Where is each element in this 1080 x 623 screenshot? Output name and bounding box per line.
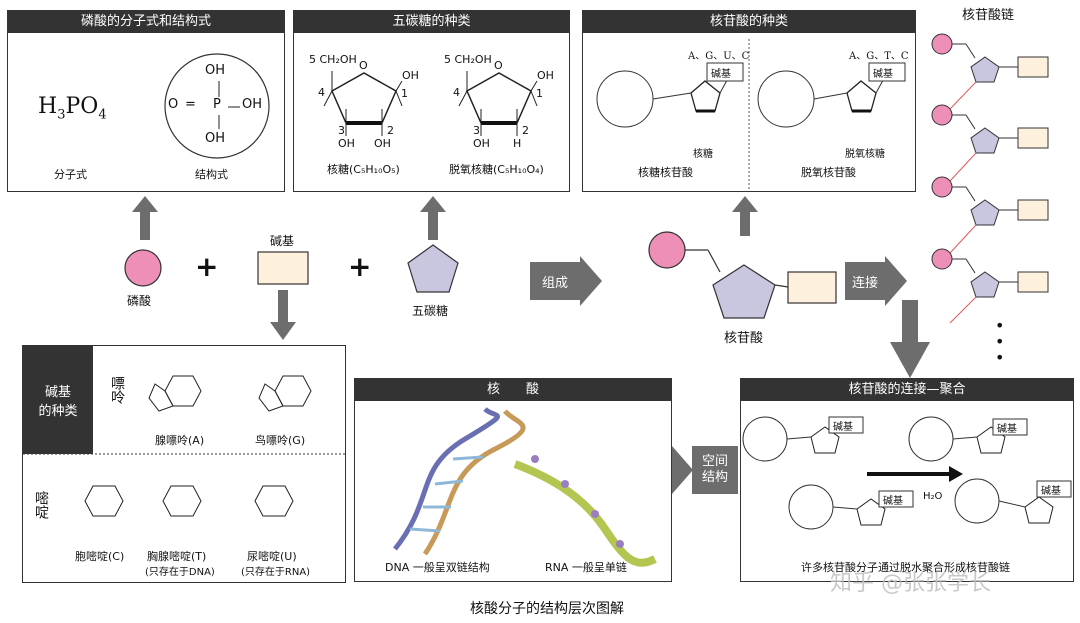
plus-sign-1: + (195, 250, 219, 283)
phosphate-formula: H3PO4 (38, 94, 107, 123)
nucleic-acid-title: 核 酸 (355, 379, 671, 401)
uracil-label: 尿嘧啶(U) (247, 550, 297, 563)
deoxy-ring-o: O (494, 59, 503, 72)
phosphate-label: 磷酸 (127, 294, 152, 308)
pentose-label: 五碳糖 (412, 304, 449, 318)
deoxy-c2-h: H (513, 137, 522, 150)
ribonucleotide-label: 核糖核苷酸 (638, 166, 693, 179)
ribose-small-label: 核糖 (693, 149, 713, 160)
polymerization-diagram (742, 416, 1072, 530)
deoxy-c1-oh: OH (537, 69, 554, 82)
rna-bases-list: A、G、U、C (688, 51, 750, 62)
ribose-num-2: 2 (387, 124, 394, 137)
pentose-panel-title: 五碳糖的种类 (294, 11, 569, 33)
dna-bases-list: A、G、T、C (849, 51, 909, 62)
phosphate-oh-right: OH (242, 97, 263, 112)
phosphate-oh-bottom: OH (205, 131, 226, 146)
cytosine-label: 胞嘧啶(C) (75, 550, 125, 563)
phosphate-structure-diagram (164, 53, 270, 159)
water-label: H₂O (923, 491, 943, 502)
molecular-formula-label: 分子式 (54, 168, 87, 181)
nucleotide-types-panel: 核苷酸的种类 A、G、U、C 碱基 核糖 核糖核苷酸 A、G、T、C 碱基 脱氧… (582, 10, 916, 192)
uracil-note: (只存在于RNA) (241, 567, 311, 578)
ribose-c3-oh: OH (338, 137, 355, 150)
phosphate-panel: 磷酸的分子式和结构式 H3PO4 OH O = P OH OH 分子式 结构式 (7, 10, 285, 192)
deoxyribonucleotide-label: 脱氧核苷酸 (801, 166, 856, 179)
adenine-label: 腺嘌呤(A) (155, 434, 205, 447)
polymer-base-box-4: 碱基 (1041, 486, 1061, 497)
diagram-caption: 核酸分子的结构层次图解 (470, 601, 624, 617)
ribose-label: 核糖(C₅H₁₀O₅) (327, 163, 400, 176)
nucleotide-types-diagram (596, 39, 906, 189)
pentose-rings-diagram (323, 71, 538, 136)
connect-arrow: 连接 (845, 262, 885, 300)
deoxyribose-small-label: 脱氧核糖 (845, 149, 885, 160)
ribose-num-4: 4 (318, 86, 325, 99)
dna-base-box-label: 碱基 (873, 69, 893, 80)
chain-ellipsis: • • • (995, 316, 1005, 367)
dna-caption: DNA 一般呈双链结构 (385, 561, 490, 574)
compose-arrow: 组成 (530, 262, 580, 300)
nucleotide-label: 核苷酸 (724, 331, 764, 346)
base-types-header: 碱基的种类 (23, 346, 93, 454)
structural-formula-label: 结构式 (195, 168, 228, 181)
spatial-structure-arrow: 空间 结构 (692, 446, 738, 494)
base-label: 碱基 (270, 234, 295, 248)
deoxyribose-label: 脱氧核糖(C₅H₁₀O₄) (449, 163, 544, 176)
phosphate-o-left: O (168, 97, 179, 112)
deoxy-num-2: 2 (522, 124, 529, 137)
plus-sign-2: + (348, 250, 372, 283)
purine-label: 嘌呤 (109, 376, 125, 404)
rna-base-box-label: 碱基 (711, 69, 731, 80)
phosphate-p-atom: P (213, 97, 221, 112)
base-types-panel: 碱基的种类 嘌呤 嘧啶 腺嘌呤(A) 鸟嘌呤(G) 胞嘧啶(C) 胸腺嘧啶(T)… (22, 345, 346, 583)
deoxy-num-1: 1 (536, 87, 543, 100)
polymer-base-box-3: 碱基 (997, 424, 1017, 435)
pentose-panel: 五碳糖的种类 5 CH₂OH O OH 4 1 3 2 OH OH 5 CH₂O… (293, 10, 570, 192)
thymine-label: 胸腺嘧啶(T) (147, 550, 207, 563)
watermark: 知乎 @张张学长 (830, 571, 991, 596)
rna-caption: RNA 一般呈单链 (545, 561, 627, 574)
nucleic-acid-panel: 核 酸 DNA 一般呈双链结构 RNA 一般呈单链 (354, 378, 672, 582)
polymer-base-box-2: 碱基 (883, 496, 903, 507)
phosphate-double-bond: = (185, 97, 196, 112)
polymerization-title: 核苷酸的连接—聚合 (741, 379, 1073, 401)
deoxy-ch2oh: 5 CH₂OH (444, 53, 492, 66)
deoxy-c3-oh: OH (473, 137, 490, 150)
ribose-ch2oh: 5 CH₂OH (309, 53, 357, 66)
polymerization-panel: 核苷酸的连接—聚合 碱基 碱基 碱基 碱基 H₂O 许多核苷酸分子通过脱水聚合形… (740, 378, 1074, 582)
ribose-ring-o: O (359, 59, 368, 72)
deoxy-num-3: 3 (473, 124, 480, 137)
thymine-note: (只存在于DNA) (145, 567, 215, 578)
nucleotide-types-title: 核苷酸的种类 (583, 11, 915, 33)
ribose-c2-oh: OH (374, 137, 391, 150)
phosphate-panel-title: 磷酸的分子式和结构式 (8, 11, 284, 33)
ribose-num-1: 1 (401, 87, 408, 100)
nucleotide-chain-title: 核苷酸链 (962, 8, 1015, 23)
dna-rna-illustration (393, 407, 657, 567)
guanine-label: 鸟嘌呤(G) (255, 434, 306, 447)
polymerization-caption: 许多核苷酸分子通过脱水聚合形成核苷酸链 (801, 561, 1010, 574)
deoxy-num-4: 4 (453, 86, 460, 99)
ribose-c1-oh: OH (402, 69, 419, 82)
phosphate-oh-top: OH (205, 63, 226, 78)
base-structures-diagram (23, 375, 345, 517)
polymer-base-box-1: 碱基 (833, 422, 853, 433)
ribose-num-3: 3 (338, 124, 345, 137)
pyrimidine-label: 嘧啶 (33, 491, 49, 519)
